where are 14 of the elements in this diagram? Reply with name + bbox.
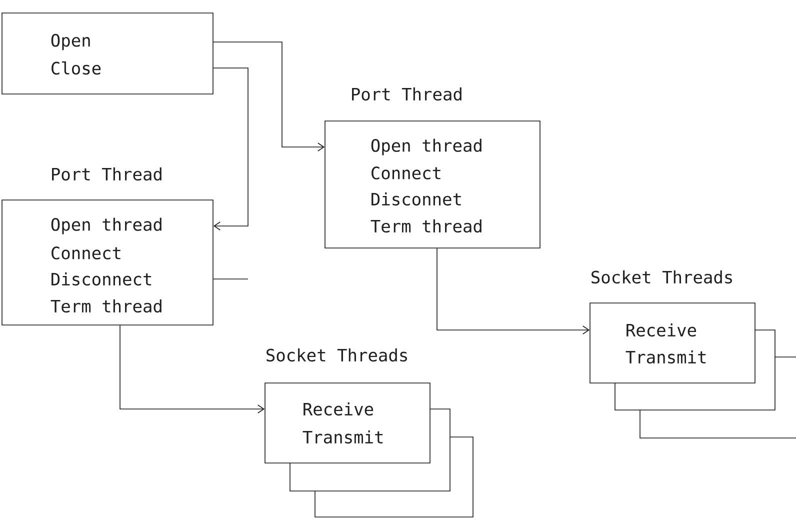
node-label: Port Thread	[52, 167, 162, 181]
stacked-box: Socket Threads Receive Transmit	[590, 270, 796, 438]
connector-line	[213, 278, 248, 280]
arrow	[436, 248, 590, 334]
arrow	[213, 68, 248, 230]
arrow	[120, 325, 265, 414]
node-label: Socket Threads	[266, 348, 407, 362]
node-label: Socket Threads	[592, 270, 732, 284]
node-label: Port Thread	[352, 87, 462, 101]
process-box: Port Thread Open thread Connect Disconnet Term thread	[324, 87, 540, 248]
stacked-box: Socket Threads Receive Transmit	[264, 348, 474, 518]
process-box: Port Thread Open thread Connect Disconnect Term thread	[2, 167, 214, 326]
process-box: Open Close	[2, 12, 214, 94]
arrow	[213, 42, 325, 152]
